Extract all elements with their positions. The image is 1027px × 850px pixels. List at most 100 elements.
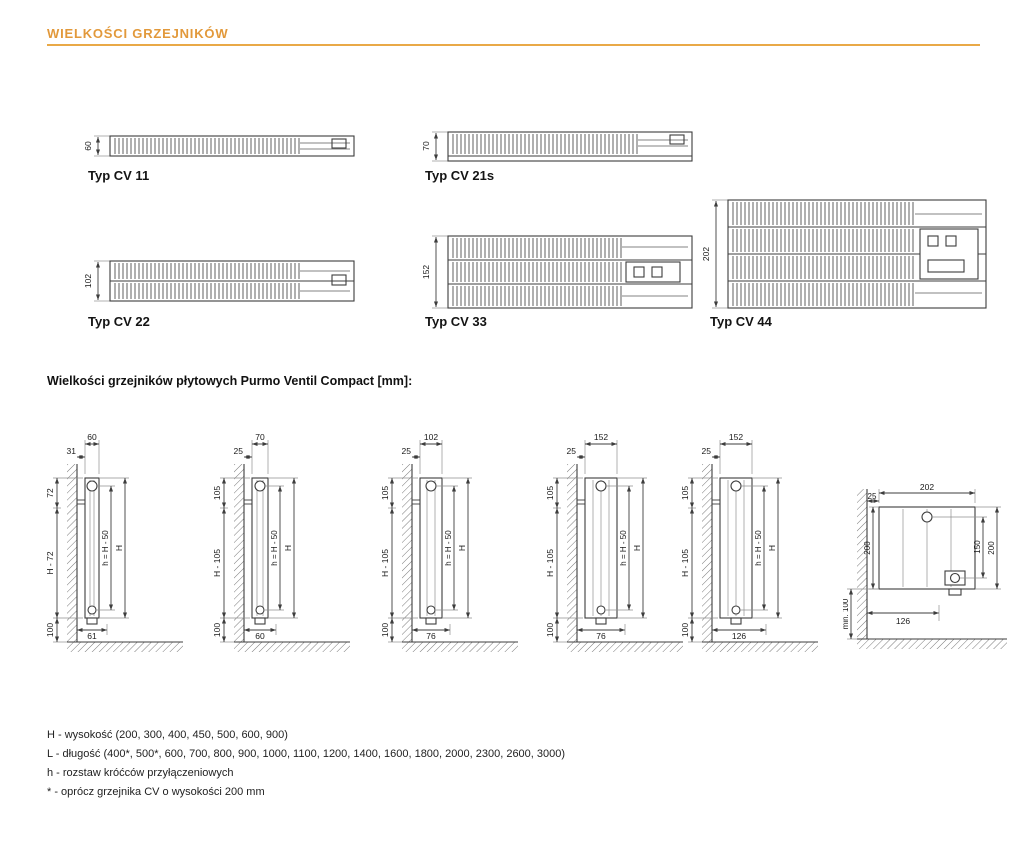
dim-depth: 152	[421, 265, 431, 279]
radiator-body	[109, 135, 355, 157]
dim-depth: 152	[594, 432, 608, 442]
type-label-cv33: Typ CV 33	[425, 314, 487, 329]
side-view-diagram-cv44: 152 25 105 H - 105 100 h = H - 50 H 126	[680, 432, 818, 652]
radiator-body	[109, 260, 355, 302]
dim-floor-clearance: 100	[680, 623, 690, 637]
wall-and-floor	[702, 464, 818, 652]
radiator-profile	[712, 477, 753, 625]
dim-total-height: H	[457, 545, 467, 551]
dim-wall-gap: 25	[234, 446, 244, 456]
dim-depth: 102	[83, 274, 93, 288]
type-label-cv21s: Typ CV 21s	[425, 168, 495, 183]
dim-floor-clearance: 100	[212, 623, 222, 637]
dim-total-height: H	[632, 545, 642, 551]
dim-top-offset: 105	[680, 486, 690, 500]
dimension-lines: 60	[83, 135, 110, 157]
dim-depth: 70	[255, 432, 265, 442]
dimension-lines: 102 25 105 H - 105 100 h = H - 50 H 76	[380, 432, 472, 643]
dimension-lines: 152 25 105 H - 105 100 h = H - 50 H 126	[680, 432, 782, 643]
plan-view-cv44: 202	[701, 199, 987, 309]
radiator-body	[447, 235, 693, 309]
radiator-profile	[77, 477, 100, 625]
dimension-lines: 60 31 72 H - 72 100 h = H - 50 H 61	[45, 432, 129, 643]
plan-view-cv21s: 70	[421, 131, 693, 162]
dim-wall-gap: 31	[67, 446, 77, 456]
dim-bottom-depth: 76	[426, 631, 436, 641]
dimension-lines: 70 25 105 H - 105 100 h = H - 50 H 60	[212, 432, 298, 643]
type-label-cv11: Typ CV 11	[88, 168, 150, 183]
dim-depth: 60	[83, 141, 93, 151]
dim-depth: 202	[701, 247, 711, 261]
dim-floor-clearance: 100	[545, 623, 555, 637]
dim-bottom-depth: 60	[255, 631, 265, 641]
dimension-lines: 152 25 105 H - 105 100 h = H - 50 H 76	[545, 432, 647, 643]
dim-pipe-spacing: h = H - 50	[754, 530, 763, 566]
page-title: WIELKOŚCI GRZEJNIKÓW	[47, 26, 229, 41]
detail-view-diagram: 202 25 200 150 200 min. 100 126	[843, 482, 1007, 649]
dim-height-span: H - 72	[45, 551, 55, 574]
side-view-diagram-cv22: 102 25 105 H - 105 100 h = H - 50 H 76	[380, 432, 518, 652]
dim-pipe-spacing: h = H - 50	[444, 530, 453, 566]
dim-bottom-depth: 76	[596, 631, 606, 641]
dim-height-span: H - 105	[680, 549, 690, 577]
type-label-cv22: Typ CV 22	[88, 314, 150, 329]
dim-top-offset: 72	[45, 488, 55, 498]
dimension-lines: 152	[421, 235, 448, 309]
type-label-cv44: Typ CV 44	[710, 314, 772, 329]
legend-line-footnote: * - oprócz grzejnika CV o wysokości 200 …	[47, 786, 265, 798]
side-view-diagram-cv33: 152 25 105 H - 105 100 h = H - 50 H 76	[545, 432, 683, 652]
dim-bottom-depth: 126	[732, 631, 746, 641]
radiator-profile	[577, 477, 618, 625]
dim-depth: 102	[424, 432, 438, 442]
dim-height-span: H - 105	[212, 549, 222, 577]
legend-line-length: L - długość (400*, 500*, 600, 700, 800, …	[47, 748, 566, 760]
radiator-profile	[878, 506, 976, 596]
radiator-body	[447, 131, 693, 162]
dim-floor-clearance: 100	[45, 623, 55, 637]
dim-bottom-depth: 126	[896, 616, 910, 626]
dim-pipe-spacing: 150	[973, 540, 982, 554]
dimension-lines: 70	[421, 131, 448, 162]
dim-wall-gap: 25	[567, 446, 577, 456]
plan-view-cv22: 102	[83, 260, 355, 302]
dim-floor-min: min. 100	[843, 598, 850, 629]
dim-wall-gap: 25	[402, 446, 412, 456]
dim-depth: 70	[421, 141, 431, 151]
dim-total-height: H	[767, 545, 777, 551]
dim-floor-clearance: 100	[380, 623, 390, 637]
legend-line-height: H - wysokość (200, 300, 400, 450, 500, 6…	[47, 729, 288, 741]
side-view-diagram-cv21s: 70 25 105 H - 105 100 h = H - 50 H 60	[212, 432, 350, 652]
dim-height-left: 200	[863, 541, 872, 555]
wall-and-floor	[234, 464, 350, 652]
dim-total-height: H	[283, 545, 293, 551]
dim-depth: 60	[87, 432, 97, 442]
plan-view-cv11: 60	[83, 135, 355, 157]
legend: H - wysokość (200, 300, 400, 450, 500, 6…	[47, 726, 565, 802]
dimension-lines: 102	[83, 260, 110, 302]
dim-height-right: 200	[987, 541, 996, 555]
dim-height-span: H - 105	[545, 549, 555, 577]
dim-pipe-spacing: h = H - 50	[101, 530, 110, 566]
dim-depth: 152	[729, 432, 743, 442]
dim-depth: 202	[920, 482, 934, 492]
dimension-lines: 202	[701, 199, 728, 309]
wall-and-floor	[402, 464, 518, 652]
side-view-diagram-cv11: 60 31 72 H - 72 100 h = H - 50 H 61	[45, 432, 183, 652]
dim-bottom-depth: 61	[87, 631, 97, 641]
dim-top-offset: 105	[545, 486, 555, 500]
radiator-body	[727, 199, 987, 309]
dim-height-span: H - 105	[380, 549, 390, 577]
plan-view-cv33: 152	[421, 235, 693, 309]
radiator-profile	[244, 477, 269, 625]
dim-pipe-spacing: h = H - 50	[270, 530, 279, 566]
legend-line-spacing: h - rozstaw króćców przyłączeniowych	[47, 767, 234, 779]
wall-and-floor	[567, 464, 683, 652]
dim-wall-gap: 25	[702, 446, 712, 456]
dim-top-offset: 105	[380, 486, 390, 500]
dim-wall-gap: 25	[868, 492, 877, 501]
wall-and-floor	[67, 464, 183, 652]
section-subtitle: Wielkości grzejników płytowych Purmo Ven…	[47, 374, 413, 388]
radiator-profile	[412, 477, 443, 625]
header-rule	[47, 44, 980, 46]
dimension-lines: 202 25 200 150 200 min. 100 126	[843, 482, 1001, 640]
